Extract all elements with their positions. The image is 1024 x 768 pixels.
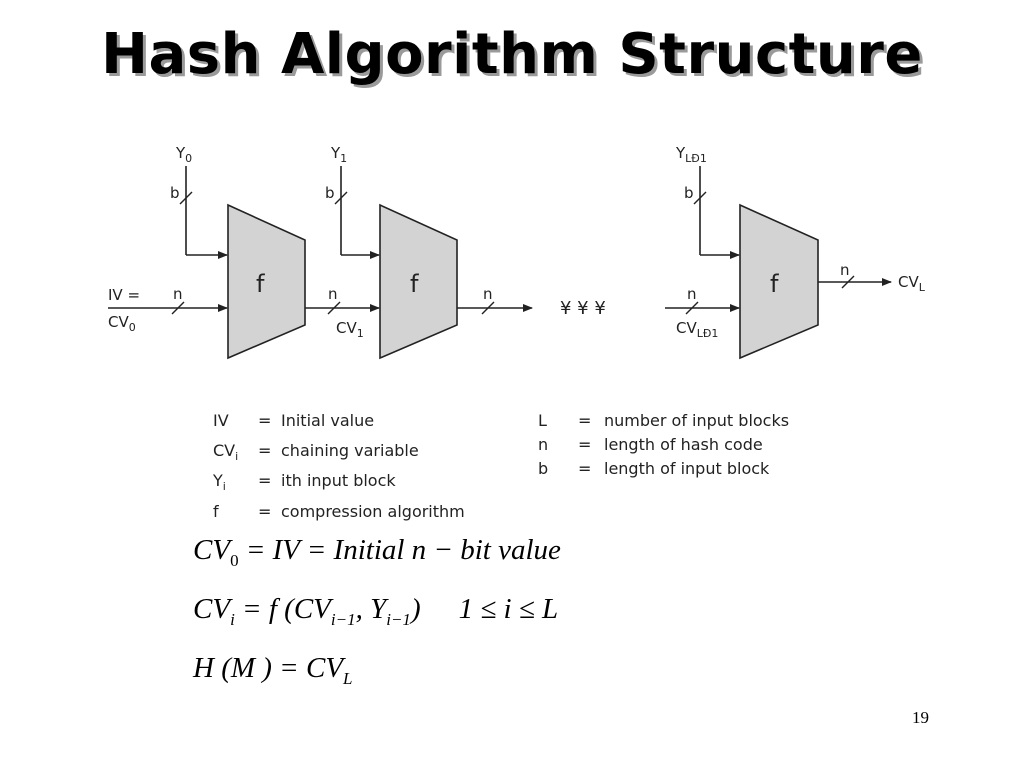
legend-description: number of input blocks — [604, 411, 790, 430]
legend-equals: = — [258, 441, 272, 461]
compression-function-shape — [379, 203, 458, 360]
slide-title: Hash Algorithm Structure — [101, 22, 923, 87]
legend-symbol: Yi — [213, 471, 226, 494]
iv-label: IV = — [108, 286, 140, 304]
legend-row: CVi = chaining variable — [213, 439, 465, 469]
input-width-label: b — [684, 184, 694, 202]
legend-right: L = number of input blocks n = length of… — [538, 409, 789, 481]
cv0-label: CV0 — [108, 313, 136, 334]
output-width-label: n — [840, 261, 850, 279]
legend-description: length of hash code — [604, 435, 763, 454]
legend-symbol: CVi — [213, 441, 239, 464]
function-label: f — [256, 270, 265, 298]
legend-equals: = — [258, 501, 272, 521]
chain-width-label: n — [173, 285, 183, 303]
input-slash-yl1 — [693, 191, 707, 205]
chain-width-label: n — [328, 285, 338, 303]
input-label-y0: Y0 — [175, 144, 192, 165]
legend-row: n = length of hash code — [538, 433, 789, 457]
legend-equals: = — [578, 411, 592, 430]
legend-equals: = — [578, 459, 592, 478]
legend-equals: = — [578, 435, 592, 454]
ellipsis: ¥ ¥ ¥ — [560, 298, 606, 319]
compression-function-shape — [227, 203, 306, 360]
output-label: CVL — [898, 273, 926, 294]
function-label: f — [770, 270, 779, 298]
legend-row: f = compression algorithm — [213, 500, 465, 530]
legend-row: L = number of input blocks — [538, 409, 789, 433]
mid-width-label: n — [483, 285, 493, 303]
legend-symbol: n — [538, 435, 549, 454]
legend-symbol: IV — [213, 411, 229, 430]
legend-row: b = length of input block — [538, 457, 789, 481]
cv1-label: CV1 — [336, 319, 364, 340]
chain-slash-iv — [171, 301, 185, 315]
input-width-label: b — [325, 184, 335, 202]
function-label: f — [410, 270, 419, 298]
chain-width-label: n — [687, 285, 697, 303]
legend-description: chaining variable — [281, 441, 419, 461]
compression-function-shape — [739, 203, 819, 360]
legend-symbol: b — [538, 459, 549, 478]
equations: CV0 = IV = Initial n − bit value CVi = f… — [193, 526, 561, 702]
legend-left: IV = Initial value CVi = chaining variab… — [213, 409, 465, 530]
compression-block-1: f b Y0 n IV = CV0 — [108, 144, 306, 360]
cvl1-label: CVLĐ1 — [676, 319, 718, 340]
equation-initial-value: CV0 = IV = Initial n − bit value — [193, 534, 561, 570]
legend-description: length of input block — [604, 459, 770, 478]
input-label-yl1: YLĐ1 — [675, 144, 707, 165]
compression-block-3: f b YLĐ1 n CVLĐ1 n CVL — [665, 144, 926, 360]
compression-block-2: f b Y1 n CV1 — [305, 144, 458, 360]
legend-description: compression algorithm — [281, 501, 465, 521]
equation-hash-output: H (M ) = CVL — [193, 651, 353, 688]
legend-description: Initial value — [281, 411, 375, 430]
mid-output-slash — [481, 301, 495, 315]
legend-row: IV = Initial value — [213, 409, 465, 439]
input-label-y1: Y1 — [330, 144, 347, 165]
chain-slash-cv1 — [327, 301, 341, 315]
input-width-label: b — [170, 184, 180, 202]
legend-equals: = — [258, 471, 272, 491]
page-number: 19 — [912, 708, 929, 727]
legend-symbol: L — [538, 411, 547, 430]
equation-chaining: CVi = f (CVi−1, Yi−1)1 ≤ i ≤ L — [193, 592, 559, 629]
legend-equals: = — [258, 411, 272, 430]
legend-description: ith input block — [281, 471, 396, 491]
legend-symbol: f — [213, 501, 219, 521]
input-slash-y1 — [334, 191, 348, 205]
chain-slash-cvl1 — [685, 301, 699, 315]
output-slash — [841, 275, 855, 289]
input-slash-y0 — [179, 191, 193, 205]
legend-row: Yi = ith input block — [213, 469, 465, 499]
